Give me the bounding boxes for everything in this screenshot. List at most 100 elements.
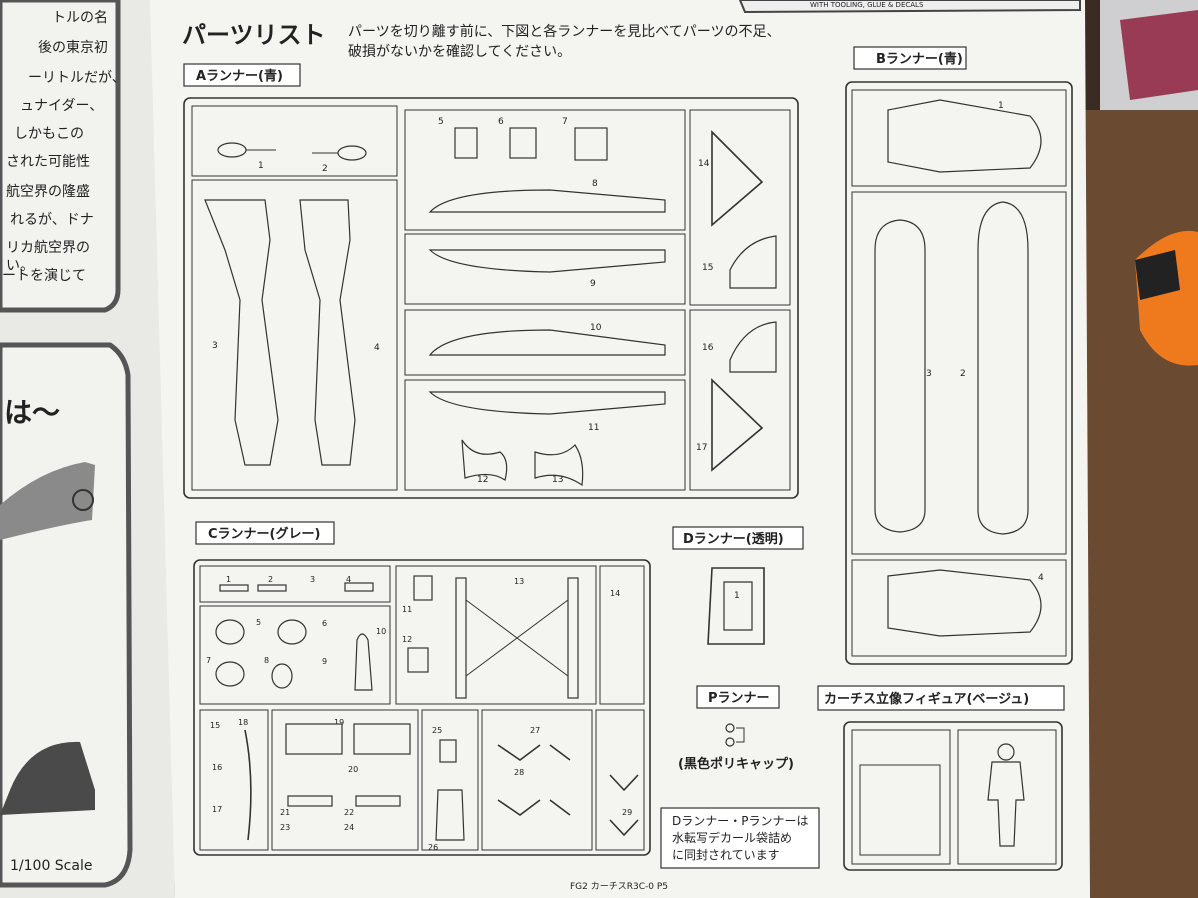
part-c18 [244,729,252,841]
part-b1 [887,99,1042,173]
runner-figure-label: カーチス立像フィギュア(ベージュ) [824,691,1029,707]
part-number-label: 1 [258,161,264,171]
instruction-line-2: 破損がないかを確認してください。 [348,44,571,60]
decal-note: Dランナー・Pランナーは 水転写デカール袋詰め に同封されています [660,807,820,869]
runner-d: Dランナー(透明) 1 [672,526,804,645]
part-number-label: 18 [238,718,248,727]
part-a9 [428,249,666,273]
runner-d-label: Dランナー(透明) [683,532,784,547]
part-a12 [461,439,508,481]
part-number-label: 25 [432,726,442,735]
runner-a-frame [183,97,799,499]
part-number-label: 27 [530,726,540,735]
part-a5 [454,127,478,159]
runner-b-label-box [853,46,967,70]
part-number-label: 6 [322,619,327,628]
part-number-label: 16 [212,763,222,772]
page-title: パーツリスト [182,21,326,49]
runner-a: Aランナー(青) 1 2 3 4 5 6 7 8 9 [183,63,799,499]
part-a10 [428,329,666,356]
part-number-label: 8 [264,656,269,665]
part-a4 [299,199,356,466]
part-a6 [509,127,537,159]
part-c22 [355,795,401,807]
part-number-label: 5 [438,117,444,127]
part-a3 [204,199,279,466]
part-number-label: 9 [590,279,596,289]
part-number-label: 15 [210,721,220,730]
part-c13-left [455,577,467,699]
part-a15 [729,235,777,289]
part-number-label: 11 [588,423,599,433]
box-heading: は〜 [4,396,60,429]
part-number-label: 26 [428,843,438,852]
runner-c-label: Cランナー(グレー) [208,526,320,542]
part-number-label: れるが、ドナ [10,212,94,228]
part-number-label: 19 [334,718,344,727]
note-line-2: 水転写デカール袋詰め [672,830,792,845]
page-reference: FG2 カーチスR3C-0 P5 [570,881,668,892]
runner-b: Bランナー(青) 1 2 3 4 [845,46,1073,665]
part-c21 [287,795,333,807]
part-number-label: 1 [226,575,231,584]
part-number-label: 航空界の隆盛 [6,184,90,200]
part-number-label: 3 [212,341,218,351]
runner-d-label-box [672,526,804,550]
runner-b-label: Bランナー(青) [876,51,963,67]
scale-label: 1/100 Scale [10,858,92,874]
part-number-label: 4 [346,575,351,584]
part-number-label: ュナイダー、 [20,98,103,114]
runner-p-caption: (黒色ポリキャップ) [678,756,794,772]
runner-b-frame [845,81,1073,665]
polycap-icon [725,737,735,747]
part-number-label: ートを演じて [2,268,86,284]
part-number-label: 2 [960,369,966,379]
runner-c-frame [193,559,651,856]
part-a8 [428,189,666,213]
aircraft-illustration [0,462,95,540]
runner-figure-label-box [817,685,1065,711]
part-a14 [711,130,764,227]
part-number-label: 13 [552,475,563,485]
part-b2 [977,201,1029,535]
runner-p-label: Pランナー [708,691,770,706]
part-c10 [354,633,373,691]
runner-c: Cランナー(グレー) 1 2 3 4 5 6 7 8 9 10 11 [193,521,651,856]
part-b4 [887,569,1042,637]
runner-c-label-box [195,521,335,545]
part-number-label: 11 [402,605,412,614]
part-a7 [574,127,608,161]
part-number-label: 4 [374,343,380,353]
runner-figure: カーチス立像フィギュア(ベージュ) [817,685,1065,871]
part-c13-right [567,577,579,699]
part-number-label: 7 [206,656,211,665]
instruction-line-1: パーツを切り離す前に、下図と各ランナーを見比べてパーツの不足、 [348,23,780,40]
part-c4 [344,582,374,592]
part-number-label: 2 [322,164,328,174]
part-number-label: 12 [477,475,488,485]
part-number-label: 22 [344,808,354,817]
part-number-label: 後の東京初 [38,39,108,56]
story-text-fragment: トルの名 後の東京初 ーリトルだが、 ュナイダー、 しかもこの された可能性 航… [2,10,126,284]
part-number-label: 1 [998,101,1004,111]
part-c8 [271,663,293,689]
part-a16 [729,321,777,373]
note-line-1: Dランナー・Pランナーは [672,814,808,828]
runner-a-label: Aランナー(青) [196,68,283,84]
header: パーツリスト パーツを切り離す前に、下図と各ランナーを見比べてパーツの不足、 破… [182,21,780,60]
part-number-label: 3 [926,369,932,379]
part-a17 [711,378,764,472]
part-number-label: 14 [610,589,620,598]
part-c29 [609,774,639,837]
runner-p-label-box [696,685,780,709]
figure-curtiss-icon [987,743,1025,847]
part-c19-right [353,723,411,755]
part-number-label: 7 [562,117,568,127]
part-number-label: 10 [590,323,602,333]
part-d1 [723,581,753,631]
part-number-label: 2 [268,575,273,584]
part-number-label: 1 [734,591,740,601]
aircraft-tail-illustration [0,741,95,815]
main-page: WITH TOOLING, GLUE & DECALS [150,0,1090,898]
top-strip-text: WITH TOOLING, GLUE & DECALS [810,1,924,9]
